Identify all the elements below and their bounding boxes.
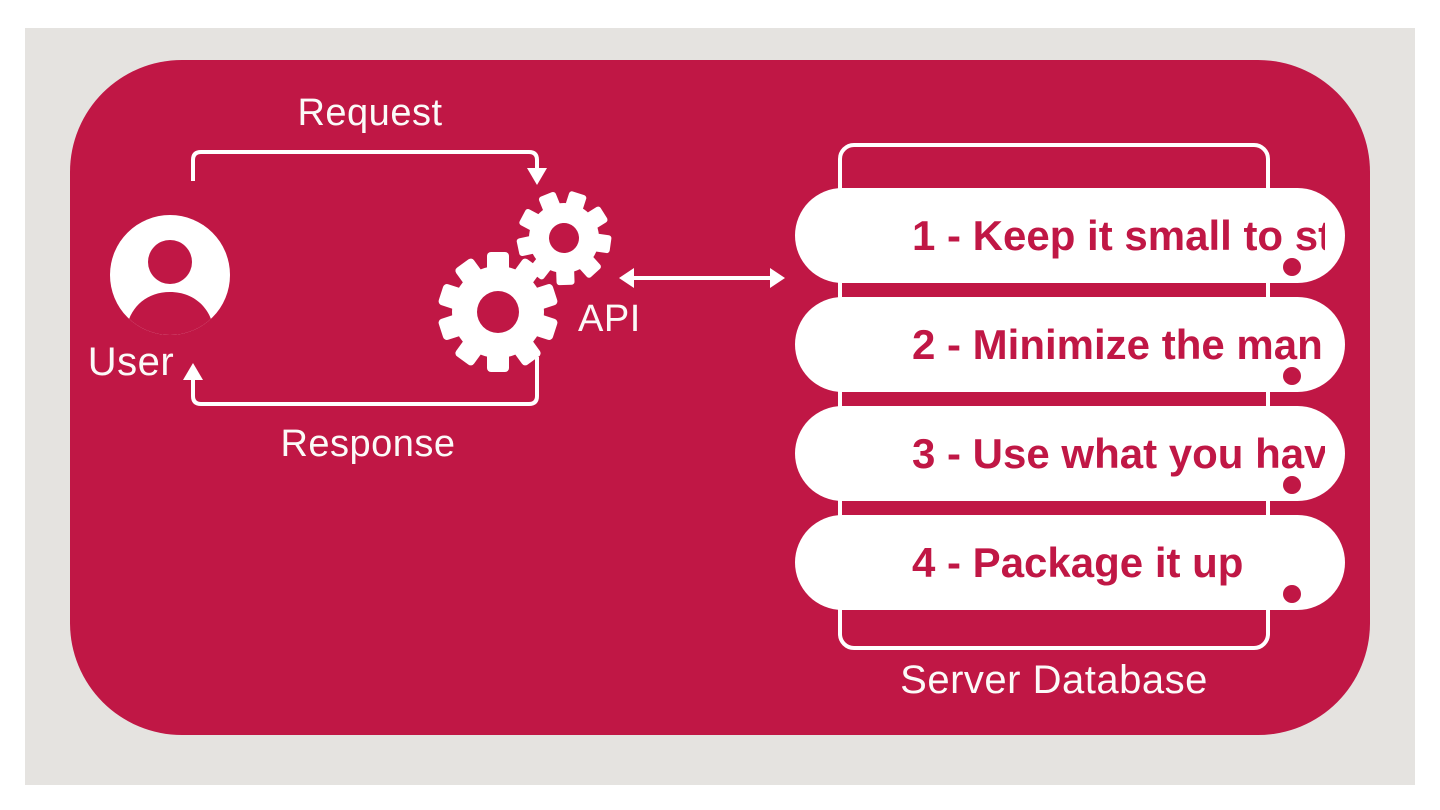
database-item-label: 4 - Package it up bbox=[912, 539, 1244, 586]
database-item-2: 2 - Minimize the manual bbox=[795, 297, 1345, 392]
double-headed-arrow-icon bbox=[619, 268, 785, 288]
server-database-outline bbox=[838, 143, 1270, 650]
user-label: User bbox=[87, 340, 175, 384]
arrow-elbow-up-icon bbox=[183, 357, 539, 406]
user-icon bbox=[110, 215, 230, 335]
database-item-1: 1 - Keep it small to start bbox=[795, 188, 1345, 283]
dot-icon bbox=[1283, 585, 1301, 603]
dot-icon bbox=[1283, 367, 1301, 385]
request-label: Request bbox=[297, 92, 443, 134]
database-item-label: 2 - Minimize the manual bbox=[912, 321, 1325, 368]
arrow-elbow-down-icon bbox=[191, 150, 547, 185]
diagram-card: Request Response User API Server Databas… bbox=[70, 60, 1370, 735]
database-item-label: 3 - Use what you have bbox=[912, 430, 1325, 477]
database-item-4: 4 - Package it up bbox=[795, 515, 1345, 610]
api-label: API bbox=[578, 298, 641, 340]
database-item-label: 1 - Keep it small to start bbox=[912, 212, 1325, 259]
gears-icon bbox=[438, 191, 612, 372]
flow-diagram bbox=[110, 150, 785, 406]
database-item-3: 3 - Use what you have bbox=[795, 406, 1345, 501]
dot-icon bbox=[1283, 258, 1301, 276]
server-database-label: Server Database bbox=[900, 658, 1208, 702]
response-label: Response bbox=[280, 423, 456, 465]
dot-icon bbox=[1283, 476, 1301, 494]
